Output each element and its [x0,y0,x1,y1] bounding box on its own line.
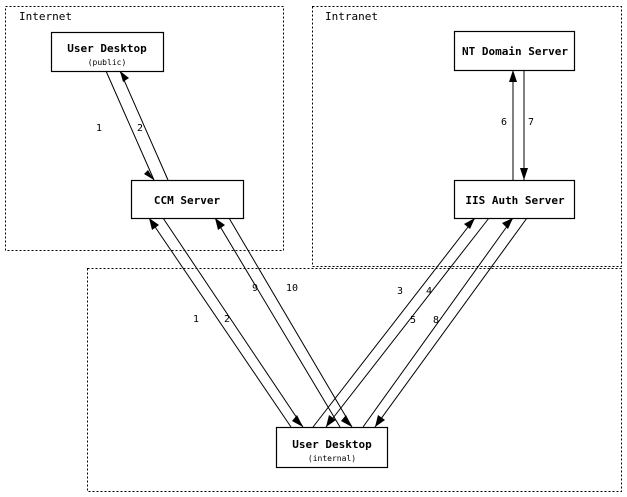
node-iis-auth-server-rect[interactable] [453,179,576,220]
edge-5-line [362,217,514,428]
edge-public-ccm-group: 1 2 [96,70,169,181]
edge-internal-ccm-right-group: 9 10 [214,217,353,428]
edge-1-line [105,70,155,181]
zone-lower-border [87,268,622,492]
node-user-desktop-public-title: User Desktop [67,42,147,55]
zone-intranet-label: Intranet [325,10,378,23]
node-ccm-server-rect[interactable] [130,179,245,220]
node-ccm-server[interactable]: CCM Server [130,179,245,220]
edge-label-3: 3 [397,286,403,297]
edge-2b-arrowhead [292,415,303,427]
node-nt-domain-server[interactable]: NT Domain Server [453,30,576,72]
edge-label-6: 6 [501,117,507,128]
node-nt-domain-server-title: NT Domain Server [462,45,568,58]
edge-2-line [119,70,169,181]
edge-2-arrowhead [120,71,129,82]
edge-label-8: 8 [433,315,439,326]
edge-1b-line [148,217,292,428]
edge-1b-arrowhead [149,218,159,230]
node-user-desktop-internal-subtitle: (internal) [308,454,356,463]
node-user-desktop-internal-title: User Desktop [292,438,372,451]
edge-label-1: 1 [96,123,102,134]
edge-8-line [374,217,528,428]
node-user-desktop-internal-rect[interactable] [275,426,389,469]
node-user-desktop-public-rect[interactable] [50,31,165,73]
edge-internal-iis-inner-group: 5 8 [362,217,528,428]
node-user-desktop-public-subtitle: (public) [88,58,127,67]
node-user-desktop-public[interactable]: User Desktop (public) [50,31,165,73]
edge-label-1b: 1 [193,314,199,325]
node-user-desktop-internal[interactable]: User Desktop (internal) [275,426,389,469]
edge-4-arrowhead [326,415,336,427]
edge-label-9: 9 [252,283,258,294]
edge-5-arrowhead [502,218,513,229]
node-nt-domain-server-rect[interactable] [453,30,576,72]
edge-4-line [325,217,490,428]
edge-10-arrowhead [341,415,352,427]
edge-1-arrowhead [144,170,154,180]
node-ccm-server-title: CCM Server [154,194,221,207]
edge-3-arrowhead [464,218,475,229]
edge-6-arrowhead [509,70,517,82]
edge-7-arrowhead [520,168,528,180]
edge-9-arrowhead [215,218,225,230]
edge-label-2b: 2 [224,314,230,325]
edge-label-10: 10 [286,283,298,294]
node-iis-auth-server-title: IIS Auth Server [465,194,565,207]
edge-3-line [312,217,476,428]
zone-internet-label: Internet [19,10,72,23]
edge-iis-nt-group: 6 7 [501,70,534,180]
edge-9-line [214,217,341,428]
zone-lower-group [87,268,622,492]
edge-internal-iis-outer-group: 3 4 [312,217,490,428]
zone-intranet-group: Intranet [312,6,622,267]
zone-internet-group: Internet [5,6,284,251]
node-iis-auth-server[interactable]: IIS Auth Server [453,179,576,220]
edge-10-line [228,217,353,428]
zone-internet-border [5,6,284,251]
edge-label-2: 2 [137,123,143,134]
edge-label-7: 7 [528,117,534,128]
edge-label-5: 5 [410,315,416,326]
edge-8-arrowhead [375,415,385,427]
edge-label-4: 4 [426,286,432,297]
edge-internal-ccm-left-group: 1 2 [148,217,304,428]
zone-intranet-border [312,6,622,267]
edge-2b-line [162,217,304,428]
